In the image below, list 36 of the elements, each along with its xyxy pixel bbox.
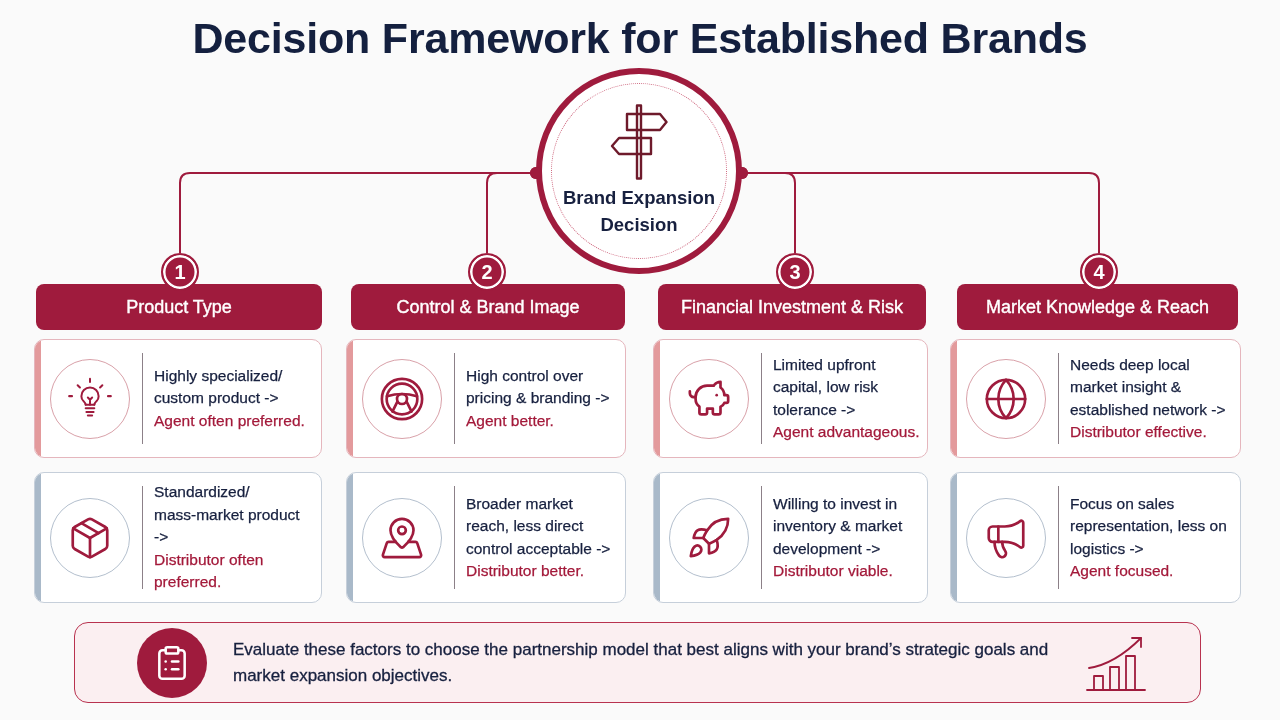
card-text: Willing to invest in inventory & market development -> — [773, 493, 904, 559]
factor-card — [346, 472, 626, 603]
card-verdict: Agent often preferred. — [154, 410, 305, 431]
card-verdict: Agent advantageous. — [773, 422, 920, 442]
factor-card — [950, 339, 1241, 458]
card-text: Needs deep local market insight & established network -> — [1070, 354, 1227, 420]
factor-card — [653, 339, 928, 458]
summary-text: Evaluate these factors to choose the partnership model that best aligns with your brand’s strategic goals and market expansion objectives. — [233, 638, 1050, 687]
category-header: Market Knowledge & Reach — [957, 284, 1238, 330]
card-text: High control over pricing & branding -> — [466, 365, 611, 409]
summary-banner — [74, 622, 1201, 703]
step-number: 3 — [776, 253, 814, 291]
factor-card — [34, 339, 322, 458]
card-verdict: Distributor better. — [466, 561, 585, 581]
factor-card — [34, 472, 322, 603]
card-verdict: Distributor often preferred. — [154, 549, 265, 593]
card-verdict: Agent better. — [466, 410, 554, 431]
card-verdict: Distributor effective. — [1070, 422, 1207, 442]
card-verdict: Agent focused. — [1070, 561, 1174, 581]
card-text: Standardized/ mass-market product -> — [154, 482, 301, 548]
card-text: Limited upfront capital, low risk tolerance -> — [773, 354, 880, 420]
decision-label: Brand Expansion Decision — [561, 186, 717, 237]
card-text: Broader market reach, less direct control acceptable -> — [466, 493, 612, 559]
factor-card — [653, 472, 928, 603]
category-header: Product Type — [36, 284, 322, 330]
card-verdict: Distributor viable. — [773, 561, 893, 581]
card-text: Focus on sales representation, less on logistics -> — [1070, 493, 1228, 559]
category-header: Financial Investment & Risk — [658, 284, 926, 330]
category-header: Control & Brand Image — [351, 284, 625, 330]
card-text: Highly specialized/ custom product -> — [154, 365, 284, 409]
diagram-title: Decision Framework for Established Brands — [192, 13, 1088, 63]
step-number: 1 — [161, 253, 199, 291]
step-number: 4 — [1080, 253, 1118, 291]
step-number: 2 — [468, 253, 506, 291]
factor-card — [346, 339, 626, 458]
factor-card — [950, 472, 1241, 603]
